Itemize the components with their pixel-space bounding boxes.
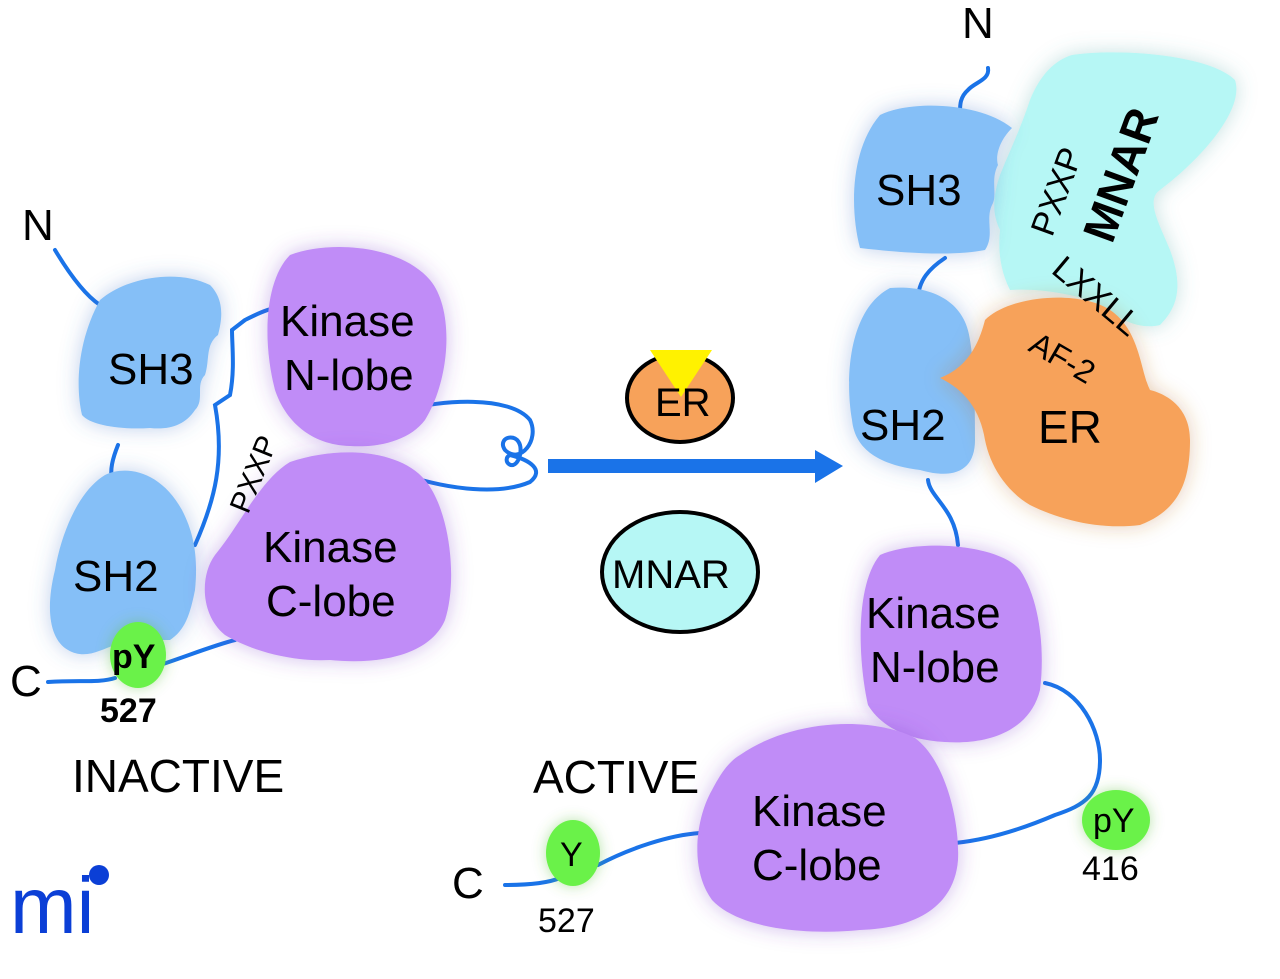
- active-py416-residue: [1082, 790, 1150, 850]
- active-sh3-label: SH3: [876, 166, 962, 215]
- inactive-kinase-c-label-1: Kinase: [263, 523, 398, 572]
- inactive-sh2-domain: [49, 470, 197, 655]
- active-mnar-protein: [994, 52, 1237, 327]
- transition: ER MNAR: [548, 350, 843, 634]
- activation-arrow-head: [815, 450, 843, 483]
- active-n-term-chain: [958, 66, 991, 114]
- active-y527-residue: [546, 820, 600, 886]
- inactive-sh2-label: SH2: [73, 552, 159, 601]
- inactive-kinase-n-lobe: [267, 247, 447, 447]
- inactive-n-terminus-label: N: [22, 201, 54, 250]
- activation-arrow-shaft: [548, 459, 828, 473]
- active-y-label: Y: [560, 836, 583, 874]
- inactive-kinase-c-lobe: [204, 452, 452, 662]
- active-n-terminus-label: N: [962, 0, 994, 48]
- journal-logo: mi: [10, 861, 109, 950]
- active-c-terminus-label: C: [452, 859, 484, 908]
- inactive-pxxp-linker: [193, 306, 277, 547]
- mnar-free-molecule: [600, 510, 760, 634]
- active-py-label: pY: [1093, 802, 1135, 840]
- inactive-sh3-label: SH3: [108, 345, 194, 394]
- inactive-src: N C SH3 SH2 Kinase N-lobe Kinase C-lobe …: [10, 201, 539, 802]
- inactive-activation-loop: [403, 399, 539, 492]
- inactive-kinase-n-label-2: N-lobe: [284, 351, 414, 400]
- inactive-py-label: pY: [112, 638, 156, 676]
- active-activation-loop: [953, 681, 1103, 845]
- active-kinase-n-label-1: Kinase: [866, 589, 1001, 638]
- logo-dot-icon: [89, 865, 109, 885]
- active-sh2-domain: [849, 287, 975, 474]
- inactive-state-label: INACTIVE: [72, 750, 284, 802]
- active-kinase-c-lobe: [697, 723, 959, 932]
- active-c-term-chain: [503, 876, 562, 887]
- active-src-complex: N C SH3 SH2 MNAR PXXP LXXLL AF-2 ER Kina…: [452, 0, 1237, 940]
- active-sh2-kinase-linker: [926, 478, 960, 547]
- er-free-label: ER: [655, 381, 711, 425]
- inactive-c-terminus-label: C: [10, 657, 42, 706]
- active-sh3-domain: [854, 105, 1012, 254]
- active-y-residue-number: 527: [538, 902, 595, 940]
- active-kinase-c-label-2: C-lobe: [752, 841, 882, 890]
- active-sh2-label: SH2: [860, 401, 946, 450]
- inactive-n-term-chain: [53, 248, 102, 307]
- active-er-label: ER: [1038, 401, 1102, 453]
- active-kinase-c-label-1: Kinase: [752, 787, 887, 836]
- inactive-py527-residue: [110, 622, 166, 688]
- logo-text: mi: [10, 861, 94, 950]
- active-er-protein: [940, 297, 1190, 527]
- inactive-py-residue-number: 527: [100, 692, 157, 730]
- inactive-kinase-n-label-1: Kinase: [280, 297, 415, 346]
- mnar-free-label: MNAR: [612, 553, 730, 597]
- active-kinase-n-lobe: [860, 545, 1042, 743]
- active-tail-chain: [596, 831, 702, 867]
- inactive-c-term-chain: [46, 676, 117, 684]
- active-py-residue-number: 416: [1082, 850, 1139, 888]
- active-kinase-n-label-2: N-lobe: [870, 643, 1000, 692]
- inactive-kinase-c-label-2: C-lobe: [266, 577, 396, 626]
- active-state-label: ACTIVE: [533, 751, 699, 803]
- inactive-sh3-domain: [78, 276, 222, 429]
- inactive-tail-chain: [158, 638, 237, 667]
- estrogen-ligand-icon: [650, 350, 712, 397]
